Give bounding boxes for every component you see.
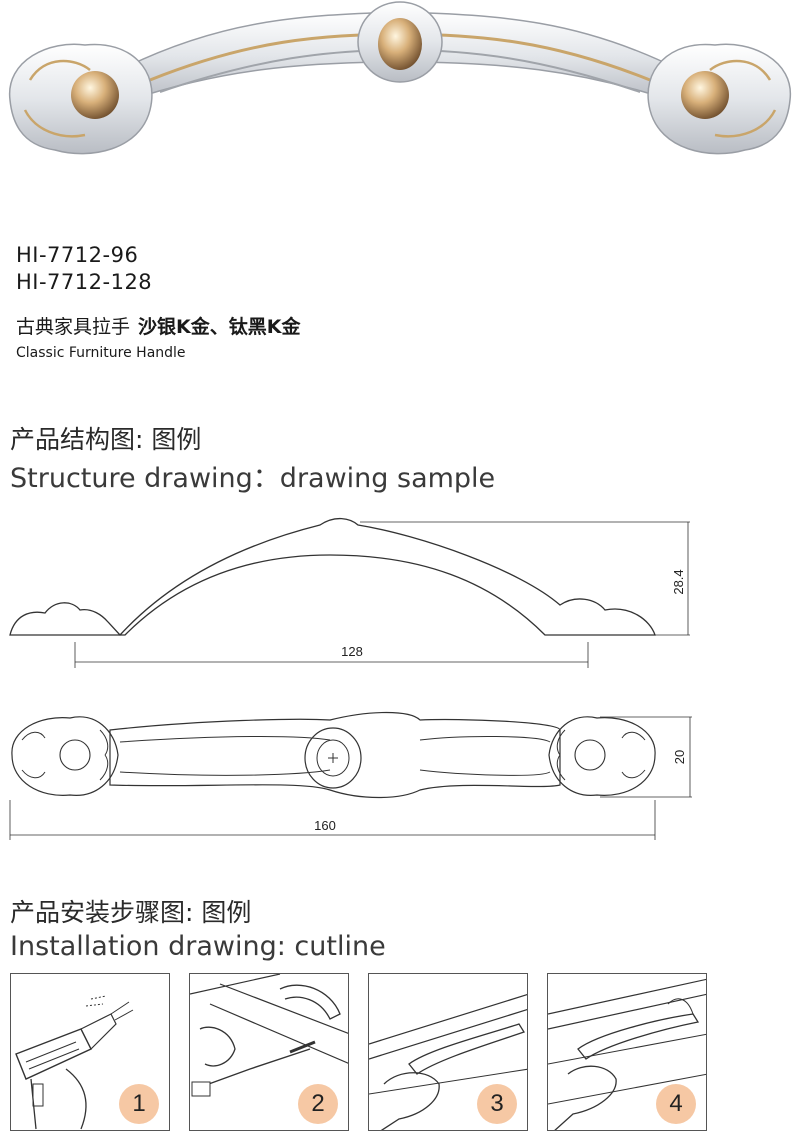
install-step-1: 1: [10, 973, 170, 1131]
step-number-4: 4: [656, 1084, 696, 1124]
handle-placing-illustration: [369, 993, 527, 1130]
step-number-3: 3: [477, 1084, 517, 1124]
screwdriver-illustration: [190, 974, 348, 1097]
drill-illustration: [15, 995, 134, 1130]
install-step-2: 2: [189, 973, 349, 1131]
handle-fixing-illustration: [548, 978, 706, 1130]
step-number-2: 2: [298, 1084, 338, 1124]
top-view-drawing: 20 160: [0, 700, 800, 854]
model-code-96: HI-7712-96: [16, 243, 139, 267]
install-step-4: 4: [547, 973, 707, 1131]
structure-heading-cn: 产品结构图: 图例: [10, 425, 202, 454]
product-name-cn: 古典家具拉手沙银K金、钛黑K金: [16, 312, 300, 339]
dim-hole-spacing-label: 128: [341, 644, 363, 659]
install-step-3: 3: [368, 973, 528, 1131]
dim-width-label: 20: [672, 750, 687, 764]
dim-length-label: 160: [314, 818, 336, 833]
installation-heading-en: Installation drawing: cutline: [10, 931, 386, 962]
product-name-en: Classic Furniture Handle: [16, 345, 186, 361]
structure-heading-en: Structure drawing：drawing sample: [10, 463, 496, 494]
dim-height-label: 28.4: [671, 569, 686, 594]
side-view-drawing: 28.4 128: [0, 510, 800, 684]
installation-heading-cn: 产品安装步骤图: 图例: [10, 898, 252, 927]
product-photo: [0, 0, 800, 170]
model-code-128: HI-7712-128: [16, 270, 153, 294]
step-number-1: 1: [119, 1084, 159, 1124]
product-name-cn-text: 古典家具拉手: [16, 316, 131, 338]
product-finish-cn: 沙银K金、钛黑K金: [138, 316, 301, 338]
